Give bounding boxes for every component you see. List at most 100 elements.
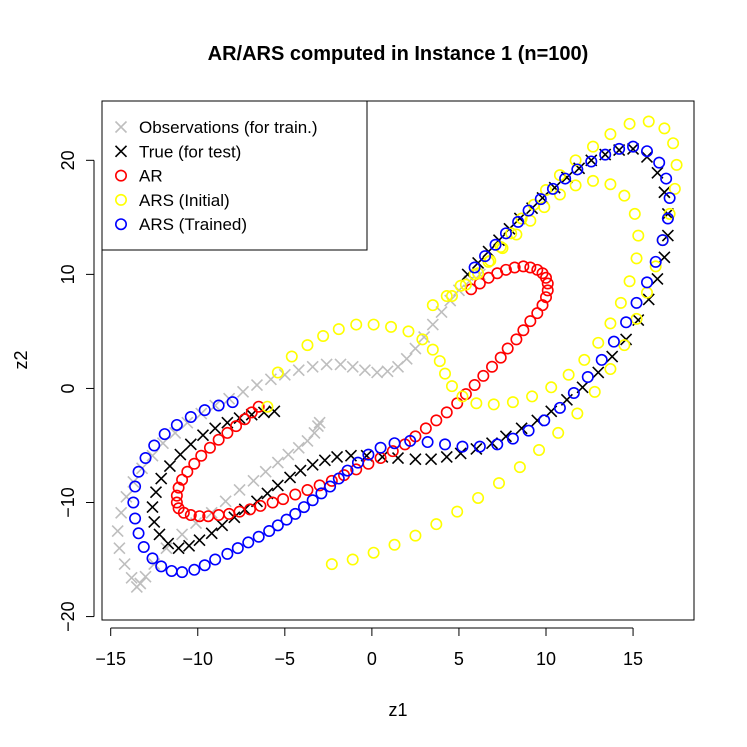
data-point — [433, 355, 446, 368]
data-point — [409, 529, 422, 542]
data-point — [148, 439, 161, 452]
data-point — [176, 528, 189, 541]
data-point — [501, 342, 514, 355]
data-point — [416, 333, 429, 346]
y-tick-label: 10 — [58, 264, 78, 284]
data-point — [172, 481, 185, 494]
data-point — [491, 438, 504, 451]
data-point — [628, 207, 641, 220]
data-point — [400, 352, 413, 365]
data-point — [198, 559, 211, 572]
y-tick-label: −10 — [58, 487, 78, 518]
data-point — [386, 445, 399, 458]
legend-label: Observations (for train.) — [139, 118, 318, 137]
x-tick-label: 15 — [623, 649, 643, 669]
legend: Observations (for train.) True (for test)… — [101, 100, 368, 251]
data-point — [623, 275, 636, 288]
data-point — [494, 351, 507, 364]
data-point — [505, 227, 518, 240]
data-point — [268, 405, 281, 418]
data-point — [640, 145, 653, 158]
data-point — [212, 399, 225, 412]
data-point — [456, 390, 469, 403]
data-point — [362, 448, 375, 461]
data-point — [176, 566, 189, 579]
y-tick-label: 20 — [58, 150, 78, 170]
legend-label: ARS (Initial) — [139, 191, 230, 210]
data-point — [630, 296, 643, 309]
data-point — [324, 480, 337, 493]
data-point — [606, 350, 619, 363]
data-point — [332, 472, 345, 485]
chart-title: AR/ARS computed in Instance 1 (n=100) — [208, 43, 589, 65]
data-point — [513, 461, 526, 474]
data-point — [585, 155, 598, 168]
data-point — [604, 128, 617, 141]
legend-label: True (for test) — [139, 142, 241, 161]
data-point — [266, 496, 279, 509]
data-point — [524, 315, 537, 328]
data-point — [230, 420, 243, 433]
legend-key — [114, 120, 128, 134]
data-point — [487, 398, 500, 411]
data-point — [226, 396, 239, 409]
data-point — [149, 486, 163, 499]
data-point — [587, 140, 600, 153]
data-point — [426, 343, 439, 356]
data-point — [221, 547, 234, 560]
data-point — [261, 400, 274, 413]
data-point — [170, 496, 183, 509]
data-point — [209, 553, 222, 566]
data-point — [541, 277, 554, 290]
data-point — [247, 474, 260, 487]
data-point — [174, 448, 187, 461]
x-tick-label: −10 — [182, 649, 213, 669]
data-point — [306, 494, 319, 507]
data-point — [320, 358, 333, 371]
plot-frame — [101, 100, 695, 621]
data-point — [388, 437, 401, 450]
data-point — [313, 416, 326, 429]
data-point — [517, 260, 530, 273]
data-point — [546, 182, 559, 195]
x-tick-label: 5 — [454, 649, 464, 669]
data-point — [301, 339, 314, 352]
data-point — [468, 261, 481, 274]
data-point — [350, 318, 363, 331]
data-point — [374, 441, 387, 454]
data-point — [454, 279, 467, 292]
data-point — [334, 358, 347, 371]
data-point — [459, 278, 472, 291]
data-point — [195, 449, 208, 462]
data-point — [524, 261, 537, 274]
data-point — [430, 414, 443, 427]
data-point — [242, 536, 255, 549]
data-point — [626, 142, 640, 155]
data-point — [193, 510, 206, 523]
data-point — [170, 489, 183, 502]
data-point — [181, 416, 194, 429]
data-point — [193, 534, 206, 547]
data-point — [517, 324, 530, 337]
data-point — [184, 438, 197, 451]
data-point — [658, 186, 671, 199]
data-point — [277, 493, 290, 506]
data-point — [640, 276, 653, 289]
data-point — [658, 122, 671, 135]
data-point — [196, 429, 210, 442]
data-point — [271, 456, 284, 469]
data-point — [613, 142, 626, 155]
data-point — [508, 261, 521, 274]
data-point — [130, 580, 143, 593]
data-point — [238, 413, 251, 426]
data-point — [306, 458, 319, 471]
data-point — [282, 448, 295, 461]
data-point — [562, 368, 575, 381]
data-point — [571, 407, 584, 420]
data-point — [653, 156, 666, 169]
data-point — [198, 404, 211, 417]
data-point — [553, 401, 566, 414]
data-point — [668, 182, 681, 195]
data-point — [289, 507, 302, 520]
